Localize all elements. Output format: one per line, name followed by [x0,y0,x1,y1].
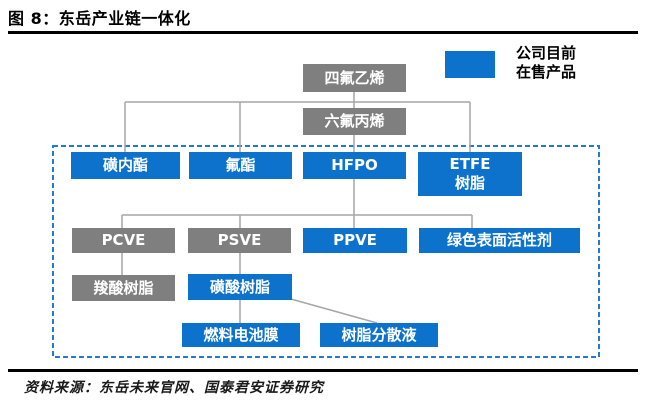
source-note: 资料来源：东岳未来官网、国泰君安证券研究 [24,381,324,396]
onsale-dashed-border [52,145,600,358]
node-green-surfactant: 绿色表面活性剂 [419,228,580,253]
node-sulfonic-resin: 磺酸树脂 [188,274,292,300]
legend-color-swatch [445,51,495,78]
figure-title: 图 8：东岳产业链一体化 [8,9,191,28]
node-resin-dispersion: 树脂分散液 [320,323,438,347]
node-carboxylic-resin: 羧酸树脂 [72,275,175,301]
node-psve: PSVE [188,228,291,253]
node-tetrafluoroethylene: 四氟乙烯 [303,64,406,92]
node-ppve: PPVE [303,228,407,253]
node-fluoroester: 氟酯 [189,152,292,179]
node-pcve: PCVE [72,228,175,253]
node-sultone: 磺内酯 [71,152,180,179]
node-etfe-resin: ETFE 树脂 [418,152,522,196]
node-hfpo: HFPO [303,152,406,179]
legend: 公司目前 在售产品 [445,44,576,82]
node-fuel-cell-membrane: 燃料电池膜 [182,323,300,347]
title-divider [8,31,638,34]
node-hexafluoropropylene: 六氟丙烯 [303,108,406,135]
legend-label: 公司目前 在售产品 [516,44,577,81]
footer-divider [8,369,638,372]
